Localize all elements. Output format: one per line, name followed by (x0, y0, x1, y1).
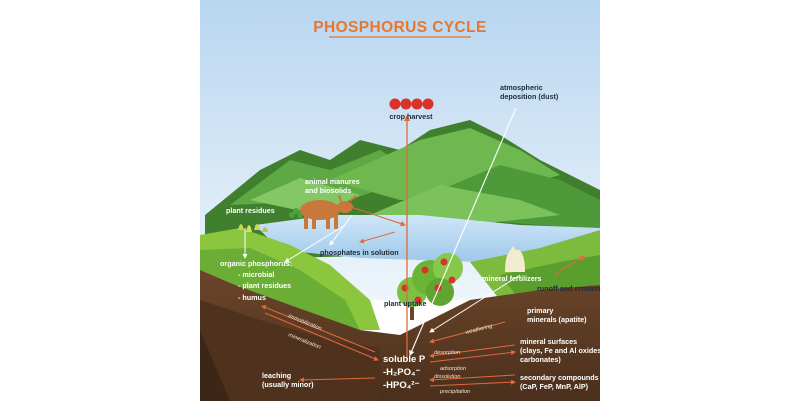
label-adsorption: adsorption (440, 366, 466, 372)
flow-arrows (242, 107, 587, 387)
label-primary-minerals: minerals (apatite) (527, 315, 587, 324)
label-organic-humus: - humus (238, 293, 266, 302)
label-plant-residues-top: plant residues (226, 206, 275, 215)
label-primary: primary (527, 306, 553, 315)
label-dissolution: dissolution (434, 374, 460, 380)
crop-harvest-apples-icon (389, 98, 434, 110)
diagram-title: PHOSPHORUS CYCLE (313, 19, 486, 36)
label-atmospheric: atmospheric (500, 83, 543, 92)
cow-icon (300, 194, 357, 229)
plant-residue-sprouts (238, 224, 268, 232)
fertilizer-bag-icon (505, 246, 525, 272)
label-leaching-minor: (usually minor) (262, 380, 314, 389)
label-desorption: desorption (434, 350, 460, 356)
label-h2po4: -H₂PO₄⁻ (383, 367, 421, 378)
label-organic-plant-residues: - plant residues (238, 281, 291, 290)
label-precipitation: precipitation (439, 389, 470, 395)
label-plant-uptake: plant uptake (384, 299, 426, 308)
label-phosphates-in-solution: phosphates in solution (320, 248, 399, 257)
label-mineral-fertilizers: mineral fertilizers (482, 274, 542, 283)
label-atmospheric-deposition: deposition (dust) (500, 92, 559, 101)
label-secondary-detail: (CaP, FeP, MnP, AlP) (520, 382, 589, 391)
label-organic-phosphorus: organic phosphorus: (220, 259, 292, 268)
label-organic-microbial: - microbial (238, 270, 274, 279)
label-soluble-p: soluble P (383, 354, 426, 365)
label-and-biosolids: and biosolids (305, 186, 351, 195)
label-animal-manures: animal manures (305, 177, 360, 186)
label-hpo4: -HPO₄²⁻ (383, 380, 419, 391)
label-runoff-erosion: runoff and erosion (537, 284, 601, 293)
label-secondary-compounds: secondary compounds (520, 373, 599, 382)
label-leaching: leaching (262, 371, 291, 380)
label-mineral-surfaces-detail: (clays, Fe and Al oxides, (520, 346, 603, 355)
label-mineral-surfaces: mineral surfaces (520, 337, 577, 346)
soil (200, 270, 600, 401)
label-crop-harvest: crop harvest (389, 112, 433, 121)
label-mineral-surfaces-carbonates: carbonates) (520, 355, 561, 364)
